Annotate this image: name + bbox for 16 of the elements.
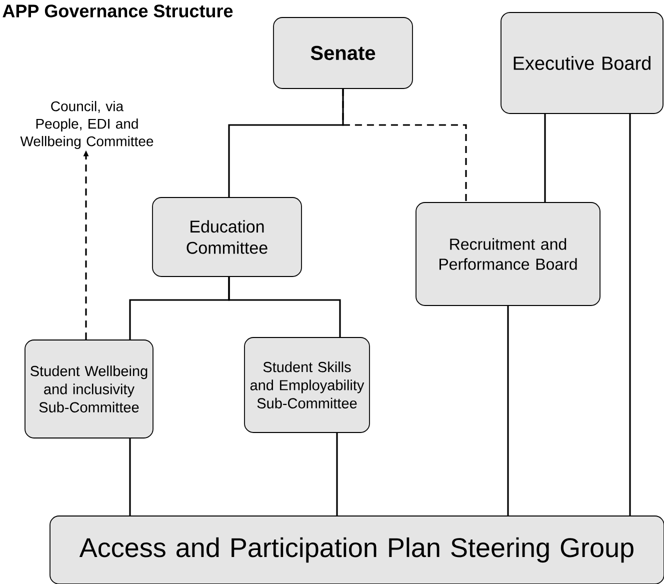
title: APP Governance Structure <box>2 4 233 18</box>
connector-line <box>629 114 631 516</box>
committee-box: Student Wellbeing and inclusivity Sub-Committee <box>24 340 154 438</box>
connector-line <box>342 88 467 202</box>
committee-box: Recruitment and Performance Board <box>416 202 600 306</box>
committee-label: Council, via People, EDI and Wellbeing Committee <box>20 100 154 150</box>
connector-line <box>336 432 338 516</box>
connector-line <box>544 114 546 202</box>
connector-line <box>507 306 509 516</box>
connector-line <box>228 276 341 338</box>
committee-box: Executive Board <box>500 12 664 114</box>
committee-box: Senate <box>273 17 413 89</box>
connector-line <box>129 438 131 516</box>
committee-box: Education Committee <box>152 197 302 277</box>
committee-box: Access and Participation Plan Steering Group <box>50 516 664 584</box>
committee-box: Student Skills and Employability Sub-Committee <box>244 337 370 433</box>
